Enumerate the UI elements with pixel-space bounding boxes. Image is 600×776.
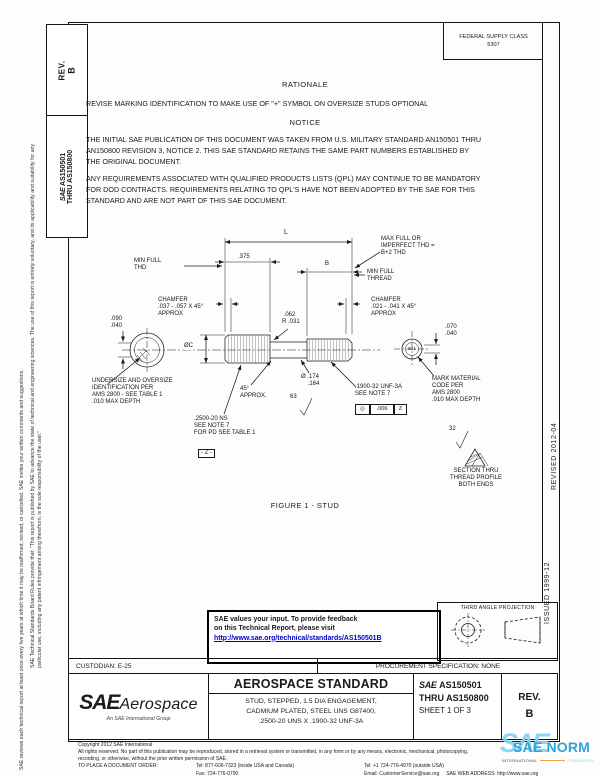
watermark-international: INTERNATIONAL xyxy=(502,758,538,763)
tel-inside: Tel: 877-606-7323 (inside USA and Canada… xyxy=(196,763,295,770)
watermark-divider xyxy=(539,760,565,761)
sae-logo-text: SAE xyxy=(79,691,120,714)
fcf-datum: Z xyxy=(394,404,407,415)
doc-number-sidebar-box: SAE AS150501 THRU AS150800 xyxy=(46,115,88,238)
rights-line: All rights reserved. No part of this pub… xyxy=(78,748,469,762)
copyright-line: Copyright 2012 SAE International xyxy=(78,742,153,748)
page-border xyxy=(68,22,560,742)
doc-number-cell: SAE AS150501 THRU AS150800 SHEET 1 OF 3 xyxy=(413,674,501,739)
max-full-thd-note: MAX FULL OR IMPERFECT THD = B+2 THD xyxy=(381,236,435,257)
thread-note-1900: .1900-32 UNF-3A SEE NOTE 7 xyxy=(355,384,403,398)
sheet-number: SHEET 1 OF 3 xyxy=(419,706,471,716)
dim-090-040: .090 .040 xyxy=(110,316,122,330)
thread-note-2500: .2500-20 NS SEE NOTE 7 FOR PD SEE TABLE … xyxy=(194,416,256,437)
finish-63-symbol: 63 xyxy=(290,394,297,400)
dia-174-164: Ø .174 .164 xyxy=(301,374,320,388)
rev-sidebar-box: REV. B xyxy=(46,24,88,117)
doc-number: AS150501 xyxy=(60,152,67,186)
doc-subtitle: STUD, STEPPED, 1.5 DIA ENGAGEMENT, CADMI… xyxy=(245,698,377,726)
feedback-url-link[interactable]: http://www.sae.org/technical/standards/A… xyxy=(214,634,382,642)
sae-norm-watermark: SΛE SAE NORM INTERNATIONAL STANDARDS xyxy=(500,728,596,772)
dim-070-040: .070 .040 xyxy=(445,324,457,338)
watermark-standards: STANDARDS xyxy=(566,758,594,763)
feedback-line-2: on this Technical Report, please visit xyxy=(214,625,335,633)
figure-caption: FIGURE 1 - STUD xyxy=(270,501,340,510)
title-block: SAEAerospace An SAE International Group … xyxy=(68,673,558,740)
title-cell: AEROSPACE STANDARD STUD, STEPPED, 1.5 DI… xyxy=(208,674,413,739)
rev-cell: REV. B xyxy=(501,674,557,739)
web-address-label: SAE WEB ADDRESS: xyxy=(446,771,496,776)
section-thru-note: SECTION THRU THREAD PROFILE BOTH ENDS xyxy=(449,468,502,489)
min-full-thread-note: MIN FULL THREAD xyxy=(367,269,395,283)
stud-drawing xyxy=(107,238,489,467)
watermark-sae-icon: SΛE xyxy=(500,728,550,758)
figure-1-stud: .090 .040 UNDERSIZE AND OVERSIZE IDENTIF… xyxy=(88,228,548,518)
sae-logo: SAE xyxy=(60,187,67,201)
custodian-cell: CUSTODIAN: E-25 xyxy=(68,659,318,674)
dia-c-label: ØC xyxy=(183,343,194,351)
right-margin-divider xyxy=(542,22,543,602)
radius-062-031: .062 R .031 xyxy=(281,312,301,327)
feedback-line-1: SAE values your input. To provide feedba… xyxy=(214,616,358,623)
third-angle-projection-box: THIRD ANGLE PROJECTION xyxy=(437,602,558,661)
email-link[interactable]: Email: CustomerService@sae.org xyxy=(364,771,440,776)
rationale-heading: RATIONALE xyxy=(281,80,329,89)
mark-material-note: MARK MATERIAL CODE PER AMS 2800 .010 MAX… xyxy=(432,376,481,404)
rev-cell-value: B xyxy=(525,707,534,720)
tel-outside: Tel: +1 724-776-4970 (outside USA) xyxy=(364,763,444,770)
feedback-box: SAE values your input. To provide feedba… xyxy=(207,610,441,664)
dim-375: .375 xyxy=(237,254,251,262)
custodian-row: CUSTODIAN: E-25 PROCUREMENT SPECIFICATIO… xyxy=(68,658,558,674)
min-full-thd-label: MIN FULL THD xyxy=(134,258,162,272)
rationale-text: REVISE MARKING IDENTIFICATION TO MAKE US… xyxy=(86,99,429,108)
notice-heading: NOTICE xyxy=(289,118,321,127)
number-line-1: AS150501 xyxy=(439,680,482,690)
order-label: TO PLACE A DOCUMENT ORDER: xyxy=(78,763,158,770)
procurement-cell: PROCUREMENT SPECIFICATION: NONE xyxy=(375,663,501,670)
fsc-label: FEDERAL SUPPLY CLASS xyxy=(459,33,528,40)
angle-45-approx: 45° APPROX. xyxy=(240,386,267,400)
watermark-norm-text: SAE NORM xyxy=(513,739,591,755)
footer: Copyright 2012 SAE International All rig… xyxy=(78,742,552,776)
federal-supply-class-box: FEDERAL SUPPLY CLASS 5307 xyxy=(443,23,543,60)
rev-cell-label: REV. xyxy=(518,691,541,703)
number-line-2: THRU AS150800 xyxy=(419,693,489,704)
web-address-link[interactable]: http://www.sae.org xyxy=(497,771,539,776)
aerospace-logo-text: Aerospace xyxy=(119,696,198,713)
chamfer-left-note: CHAMFER .037 - .057 X 45° APPROX xyxy=(158,297,204,318)
fcf-tolerance: .006 xyxy=(370,404,394,415)
chamfer-right-note: CHAMFER .021 - .041 X 45° APPROX xyxy=(371,297,417,318)
rev-label: REV. xyxy=(57,60,67,81)
fax-number: Fax: 724-776-0790 xyxy=(196,771,239,776)
revised-date: REVISED 2012-04 xyxy=(551,422,558,490)
finish-32-symbol: 32 xyxy=(449,426,456,432)
sae-aerospace-logo: SAEAerospace An SAE International Group xyxy=(69,674,208,739)
notice-paragraph-1: THE INITIAL SAE PUBLICATION OF THIS DOCU… xyxy=(86,135,482,167)
notice-paragraph-2: ANY REQUIREMENTS ASSOCIATED WITH QUALIFI… xyxy=(86,174,481,206)
doc-number-thru: THRU AS150800 xyxy=(67,149,74,204)
feature-control-frame: ◎ .006 Z xyxy=(355,404,407,415)
datum-z-box: - Z - xyxy=(198,449,215,459)
fsc-number: 5307 xyxy=(487,42,500,48)
logo-subtitle: An SAE International Group xyxy=(106,716,171,722)
projection-symbol-icon xyxy=(450,613,540,647)
dim-B: B xyxy=(324,261,331,269)
concentricity-icon: ◎ xyxy=(355,404,370,415)
number-sae-logo: SAE xyxy=(419,680,437,690)
rev-value: B xyxy=(66,67,77,74)
e11-mark: E11 xyxy=(408,346,416,351)
undersize-oversize-note: UNDERSIZE AND OVERSIZE IDENTIFICATION PE… xyxy=(92,378,173,406)
projection-label: THIRD ANGLE PROJECTION xyxy=(460,605,535,611)
dim-L: L xyxy=(284,229,288,236)
doc-type-heading: AEROSPACE STANDARD xyxy=(209,674,413,694)
